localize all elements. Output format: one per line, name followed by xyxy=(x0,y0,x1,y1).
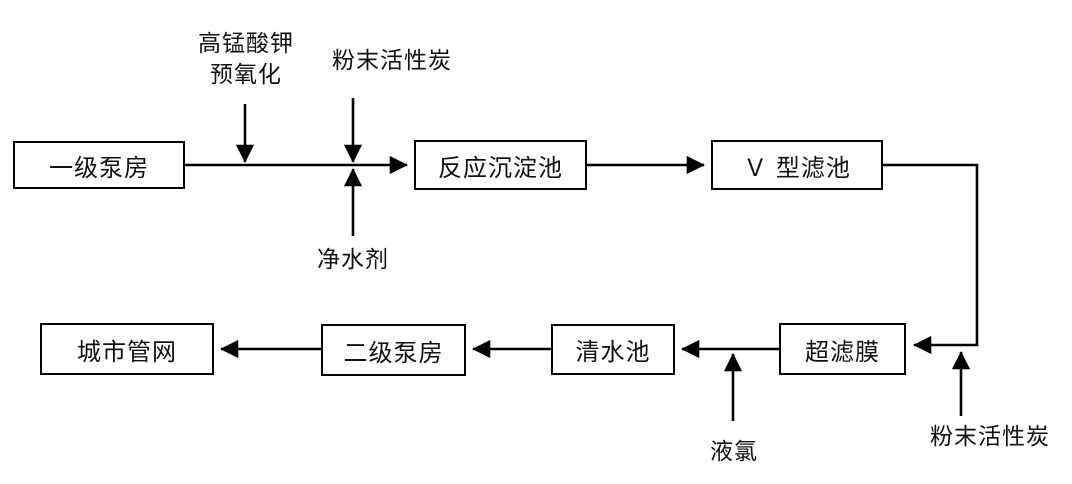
connector-filter-to-membrane xyxy=(883,163,979,355)
node-v-type-filter[interactable]: Ｖ 型滤池 xyxy=(711,140,883,190)
node-city-pipe-network[interactable]: 城市管网 xyxy=(40,323,214,375)
annotation-line: 粉末活性炭 xyxy=(930,423,1050,449)
node-clear-water-tank[interactable]: 清水池 xyxy=(551,324,675,375)
annotation-line: 预氧化 xyxy=(210,61,282,88)
node-label: 超滤膜 xyxy=(805,338,880,366)
node-label: 城市管网 xyxy=(77,338,177,366)
annotation-line: 净水剂 xyxy=(317,246,389,272)
node-primary-pump-house[interactable]: 一级泵房 xyxy=(13,141,185,189)
node-label: Ｖ 型滤池 xyxy=(743,154,851,182)
annotation-water-purifier-agent: 净水剂 xyxy=(306,245,400,275)
node-reaction-sedimentation-tank[interactable]: 反应沉淀池 xyxy=(414,140,587,190)
node-secondary-pump-house[interactable]: 二级泵房 xyxy=(321,324,466,376)
annotation-liquid-chlorine: 液氯 xyxy=(700,437,768,467)
annotation-line: 液氯 xyxy=(710,438,758,464)
node-label: 一级泵房 xyxy=(49,154,149,182)
annotation-line: 高锰酸钾 xyxy=(198,30,294,56)
node-label: 反应沉淀池 xyxy=(438,154,563,182)
annotation-potassium-permanganate-preoxidation: 高锰酸钾 预氧化 xyxy=(163,28,329,90)
node-label: 清水池 xyxy=(575,339,651,366)
node-ultrafiltration-membrane[interactable]: 超滤膜 xyxy=(779,323,906,375)
annotation-powdered-activated-carbon-top: 粉末活性炭 xyxy=(322,46,462,76)
annotation-line: 粉末活性炭 xyxy=(332,47,452,73)
node-label: 二级泵房 xyxy=(343,339,444,367)
annotation-powdered-activated-carbon-bottom: 粉末活性炭 xyxy=(920,422,1060,452)
